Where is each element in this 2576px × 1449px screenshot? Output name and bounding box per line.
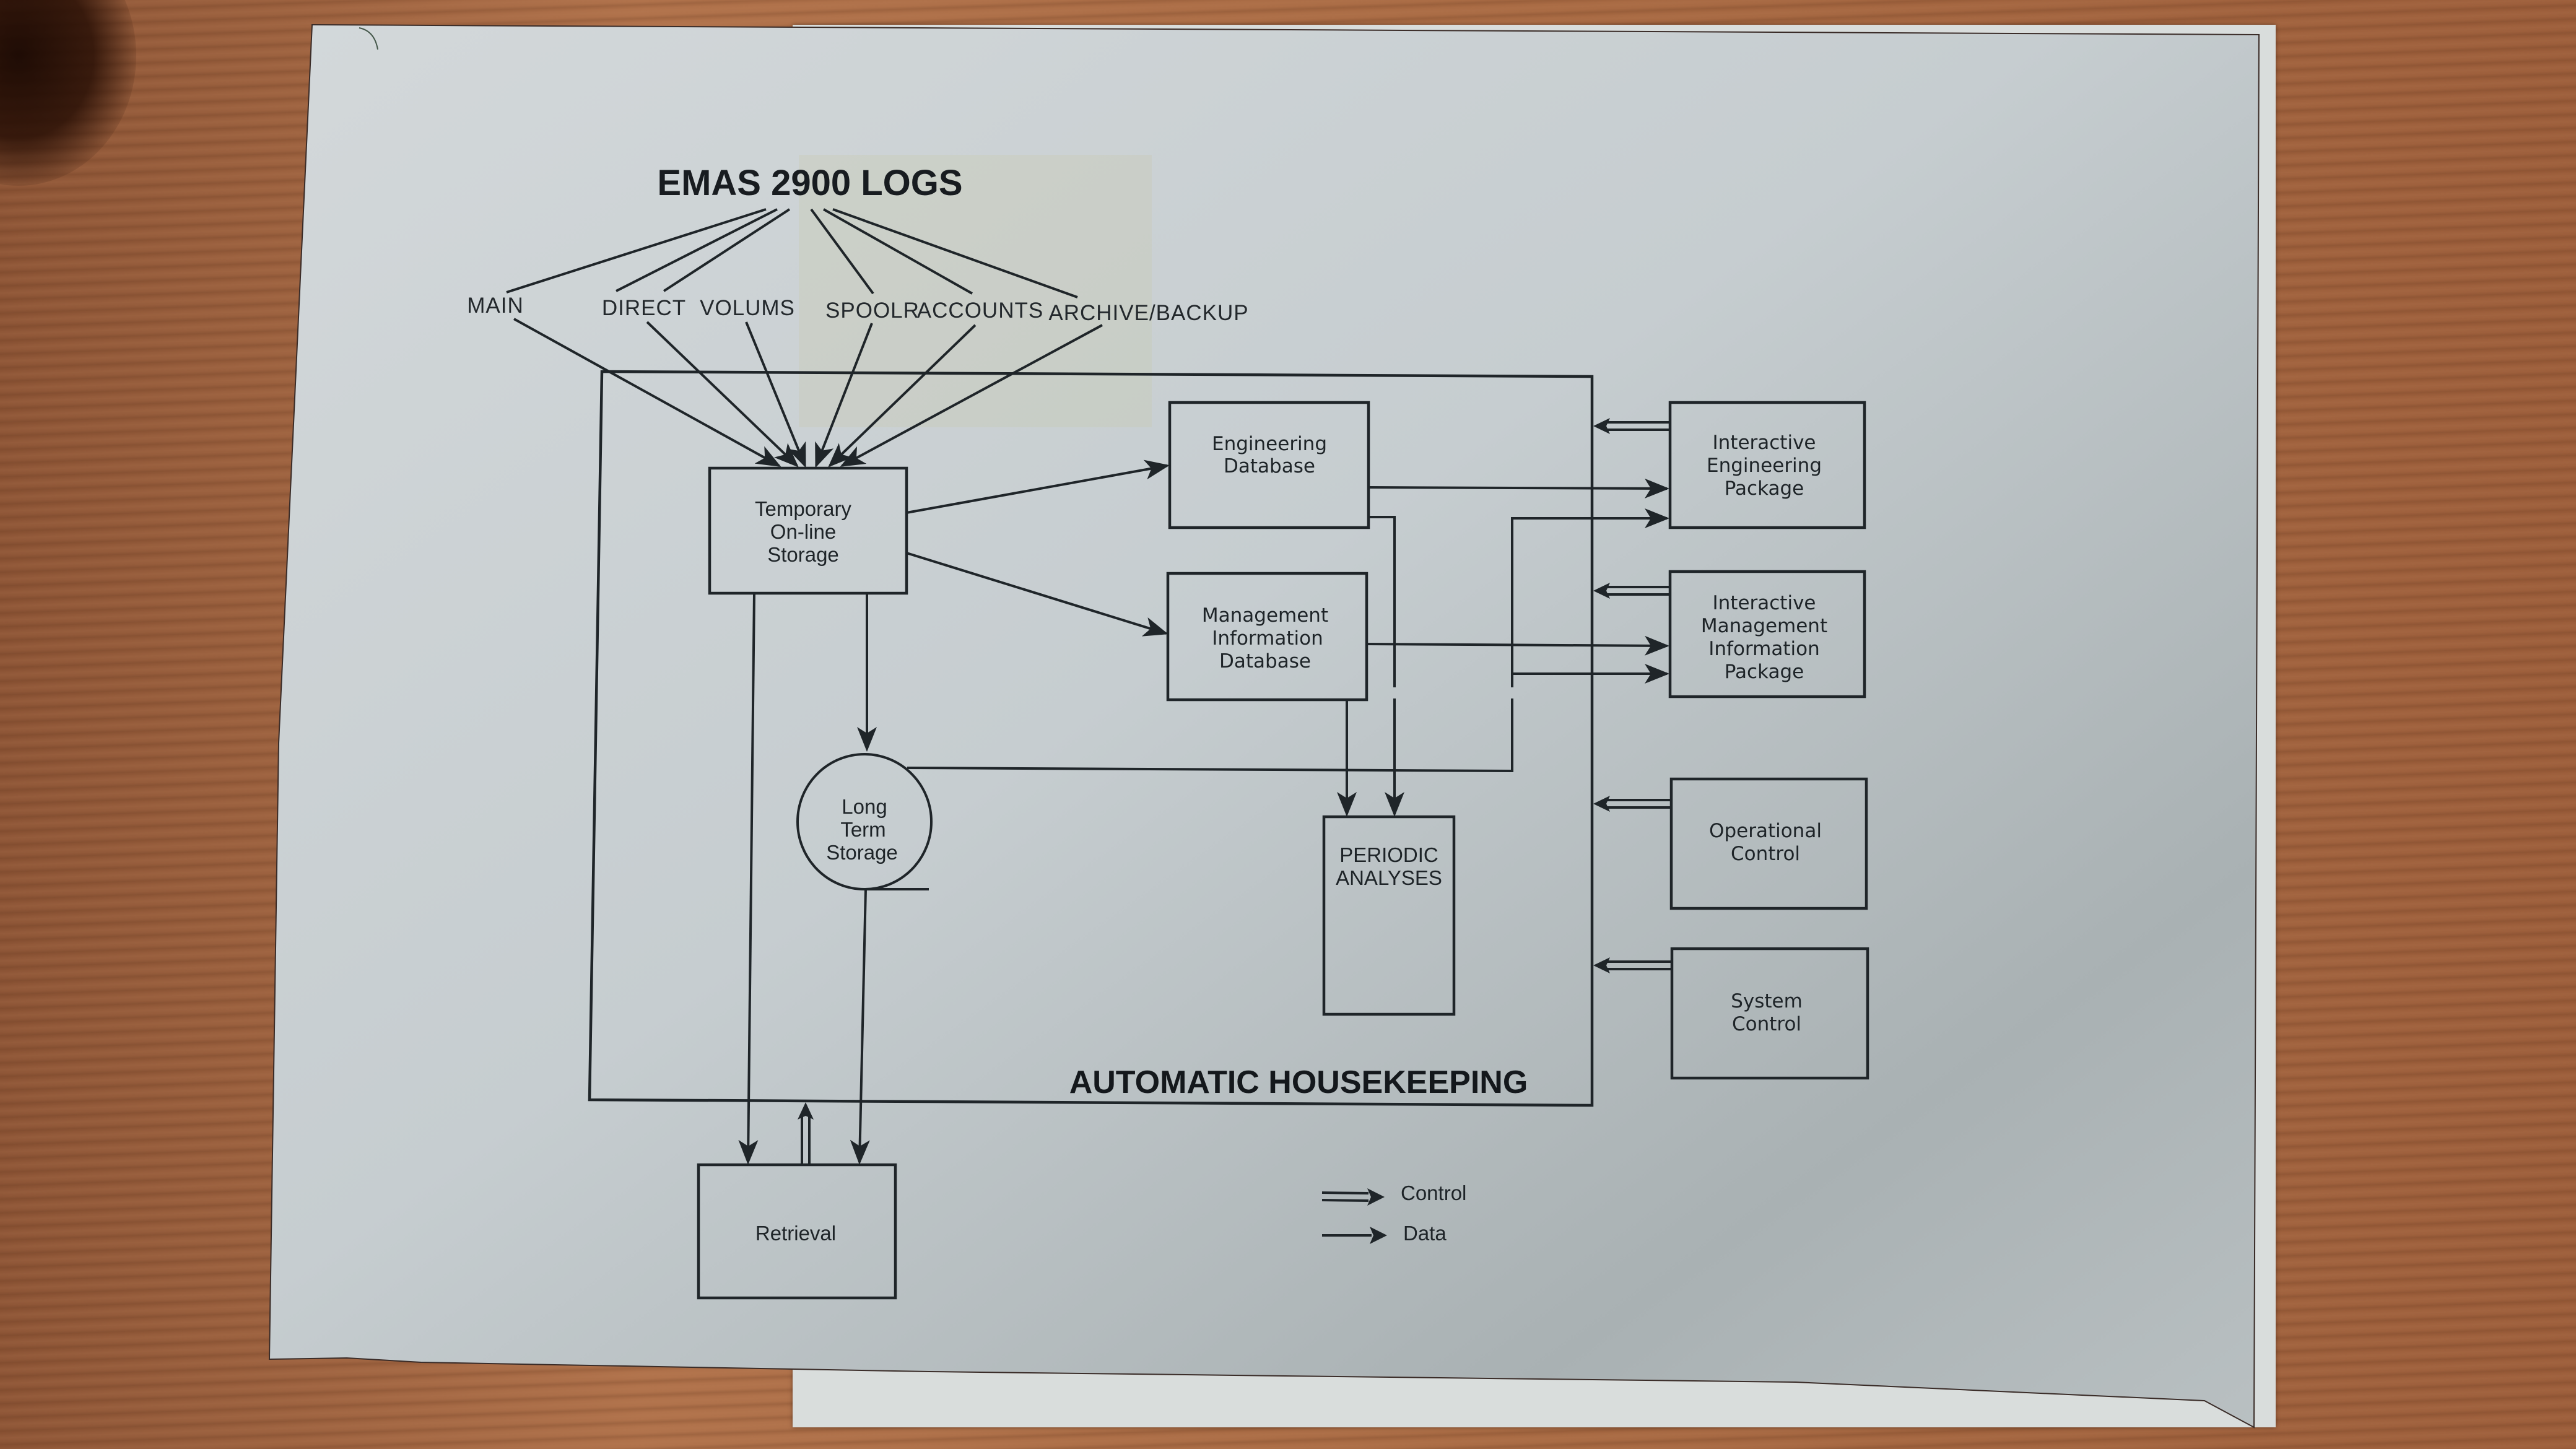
node-label: Term bbox=[840, 818, 886, 841]
node-label: Temporary bbox=[755, 497, 851, 520]
node-label: Engineering bbox=[1707, 455, 1822, 477]
source-volums: VOLUMS bbox=[700, 296, 795, 320]
node-engineering-database[interactable]: Engineering Database bbox=[1168, 401, 1370, 529]
node-periodic-analyses[interactable]: PERIODIC ANALYSES bbox=[1322, 815, 1456, 1016]
node-label: Package bbox=[1725, 661, 1804, 683]
control-arrow-operational bbox=[1593, 796, 1671, 812]
node-management-information-database[interactable]: Management Information Database bbox=[1166, 572, 1368, 702]
control-arrow-iep bbox=[1593, 418, 1670, 434]
node-label: Control bbox=[1731, 843, 1800, 865]
paper-stain bbox=[799, 155, 1152, 427]
automatic-housekeeping-label: AUTOMATIC HOUSEKEEPING bbox=[1069, 1064, 1528, 1100]
source-spoolr: SPOOLR bbox=[825, 298, 920, 323]
node-label: On-line bbox=[770, 520, 836, 543]
legend-control-label: Control bbox=[1401, 1181, 1466, 1204]
node-label: Information bbox=[1212, 627, 1323, 650]
node-system-control[interactable]: System Control bbox=[1670, 947, 1869, 1080]
node-interactive-engineering-package[interactable]: Interactive Engineering Package bbox=[1668, 401, 1866, 529]
source-main: MAIN bbox=[467, 294, 524, 318]
control-arrow-imip bbox=[1593, 583, 1670, 599]
control-edges bbox=[798, 418, 1672, 1165]
node-label: Management bbox=[1701, 615, 1827, 637]
legend-control: Control bbox=[1321, 1181, 1466, 1206]
legend-data-icon bbox=[1370, 1227, 1387, 1244]
node-label: ANALYSES bbox=[1336, 866, 1442, 889]
data-edges bbox=[738, 459, 1669, 1165]
node-retrieval[interactable]: Retrieval bbox=[697, 1163, 897, 1300]
node-label: Interactive bbox=[1713, 432, 1816, 454]
title-fan-lines bbox=[506, 208, 1078, 298]
node-label: Database bbox=[1224, 455, 1315, 477]
node-label: Control bbox=[1732, 1013, 1801, 1035]
node-interactive-management-package[interactable]: Interactive Management Information Packa… bbox=[1668, 570, 1866, 698]
node-label: Engineering bbox=[1212, 433, 1327, 455]
legend: Control Data bbox=[1321, 1181, 1466, 1245]
legend-control-icon bbox=[1367, 1188, 1385, 1206]
control-arrow-system bbox=[1593, 957, 1672, 973]
automatic-housekeeping-boundary bbox=[588, 370, 1594, 1107]
source-accounts: ACCOUNTS bbox=[917, 298, 1043, 323]
node-label: Long bbox=[842, 795, 887, 818]
legend-data-label: Data bbox=[1403, 1222, 1447, 1245]
legend-data: Data bbox=[1322, 1222, 1447, 1245]
source-archive: ARCHIVE/BACKUP bbox=[1048, 301, 1248, 325]
node-label: System bbox=[1731, 990, 1803, 1012]
node-label: PERIODIC bbox=[1339, 843, 1438, 866]
node-temporary-storage[interactable]: Temporary On-line Storage bbox=[708, 466, 908, 595]
node-label: Interactive bbox=[1713, 592, 1816, 614]
source-direct: DIRECT bbox=[602, 296, 686, 320]
node-label: Package bbox=[1725, 477, 1804, 500]
node-label: Retrieval bbox=[755, 1222, 836, 1245]
paper-sheet bbox=[268, 24, 2260, 1429]
node-label: Storage bbox=[767, 543, 839, 566]
node-label: Operational bbox=[1709, 820, 1822, 842]
diagram-title: EMAS 2900 LOGS bbox=[657, 163, 962, 203]
node-label: Management bbox=[1202, 604, 1328, 627]
pen-mark bbox=[359, 27, 378, 50]
node-label: Storage bbox=[826, 841, 898, 864]
node-operational-control[interactable]: Operational Control bbox=[1669, 777, 1868, 910]
node-label: Database bbox=[1219, 650, 1311, 672]
node-label: Information bbox=[1708, 638, 1819, 660]
source-data-arrows bbox=[513, 318, 1103, 468]
control-arrow-retrieval bbox=[798, 1102, 814, 1165]
